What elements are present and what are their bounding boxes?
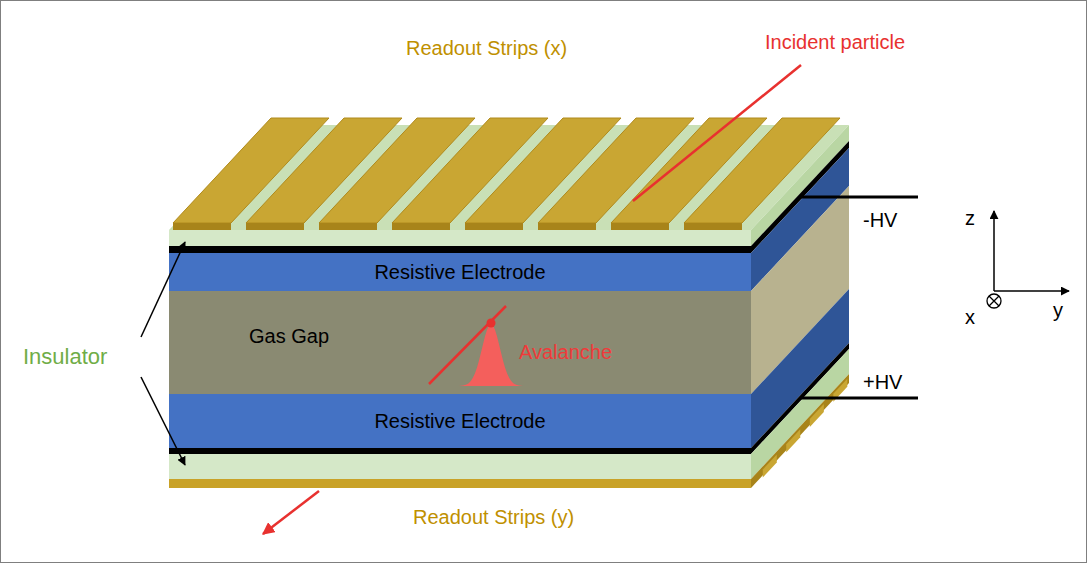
axis-into-page (987, 294, 1001, 308)
readout-strip-edge (684, 223, 742, 230)
axis-label: x (965, 306, 975, 329)
annotations (141, 65, 1069, 534)
readout-strip-edge (611, 223, 669, 230)
primary-ionization (487, 319, 496, 328)
gas-gap-volume (169, 291, 751, 394)
hv-electrode-coating (169, 246, 751, 253)
part-label: Resistive Electrode (374, 261, 545, 284)
resistive-plate (169, 253, 751, 291)
readout-strip-plane (169, 479, 751, 488)
resistive-electrode: Resistive Electrode (169, 394, 751, 448)
part-label: Readout Strips (y) (413, 506, 574, 529)
readout-strip-edge (319, 223, 377, 230)
readout-strip-y-end (786, 429, 800, 452)
axis-into-page-cross (989, 296, 999, 306)
readout-strip-edge (173, 223, 231, 230)
insulator-layer-side (751, 349, 849, 479)
part-label: Readout Strips (x) (406, 37, 567, 60)
leader-arrow (141, 242, 185, 337)
avalanche-label: Avalanche (519, 341, 612, 364)
axis-label: y (1053, 299, 1063, 322)
part-label: Gas Gap (249, 325, 329, 348)
readout-strip-y-end (810, 404, 824, 427)
resistive-electrode: Resistive Electrode (169, 253, 751, 291)
voltage-label: +HV (863, 371, 902, 394)
hv-electrode-coating (169, 448, 751, 454)
hv-wire (801, 397, 918, 400)
insulator-layer (169, 454, 751, 479)
leader-arrow (141, 377, 185, 465)
voltage-label: -HV (863, 209, 897, 232)
insulator-layer (169, 230, 751, 246)
chamber-stack (169, 118, 849, 488)
readout-strip-edge (465, 223, 523, 230)
readout-strip-plane-side (751, 374, 849, 488)
resistive-plate (169, 394, 751, 448)
avalanche-shape (459, 324, 523, 386)
part-label: Resistive Electrode (374, 410, 545, 433)
axis-arrow (993, 211, 995, 291)
part-label: Insulator (23, 344, 107, 369)
particle-track (263, 491, 319, 534)
particle-track (633, 65, 801, 201)
particle-label: Incident particle (765, 31, 905, 54)
hv-wire (801, 196, 918, 199)
readout-strip-edge (246, 223, 304, 230)
axis-label: z (965, 207, 975, 230)
readout-strip (684, 118, 840, 223)
readout-strip-y-end (763, 454, 777, 477)
axis-arrow (994, 290, 1069, 292)
readout-strip-edge (538, 223, 596, 230)
readout-strip-edge (392, 223, 450, 230)
gas-gap: Gas GapAvalanche (169, 291, 751, 394)
